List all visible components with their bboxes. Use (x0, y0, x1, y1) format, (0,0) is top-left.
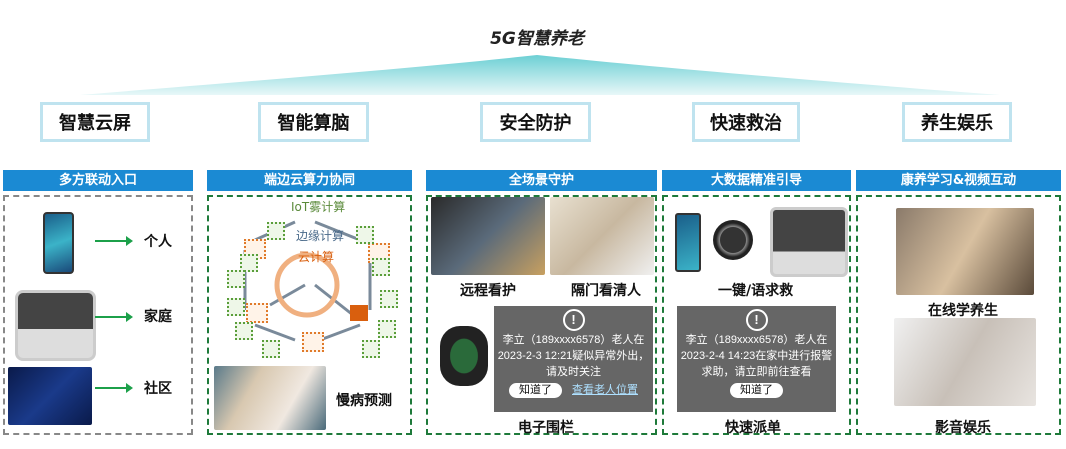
header-bigdata: 大数据精准引导 (662, 170, 851, 191)
acknowledge-button[interactable]: 知道了 (730, 383, 783, 398)
iot-device-icon (227, 270, 245, 288)
iot-device-icon (356, 226, 374, 244)
arrow-icon (95, 383, 133, 393)
caption-remote-care: 远程看护 (460, 283, 516, 299)
remote-care-image (431, 197, 545, 275)
layer-iot: IoT雾计算 (291, 200, 346, 214)
header-entry: 多方联动入口 (3, 170, 193, 191)
header-compute: 端边云算力协同 (207, 170, 412, 191)
alert-text: 请及时关注 (546, 366, 601, 378)
pillar-rescue: 快速救治 (692, 102, 800, 142)
panel-entry (3, 195, 193, 435)
iot-device-icon (240, 254, 258, 272)
item-family: 家庭 (144, 309, 172, 325)
pillar-smart-screen: 智慧云屏 (40, 102, 150, 142)
header-guard: 全场景守护 (426, 170, 657, 191)
caption-av-entertainment: 影音娱乐 (935, 420, 991, 436)
layer-cloud: 云计算 (298, 250, 335, 264)
alert-text: 李立（189xxxx6578）老人在 (502, 334, 645, 346)
pillar-entertainment: 养生娱乐 (902, 102, 1012, 142)
iot-device-icon (362, 340, 380, 358)
arrow-icon (95, 312, 133, 322)
caption-door-view: 隔门看清人 (571, 283, 641, 299)
video-entertainment-image (894, 318, 1036, 406)
sos-alert-dialog: ! 李立（189xxxx6578）老人在 2023-2-4 14:23在家中进行… (677, 306, 836, 412)
iot-device-icon (235, 322, 253, 340)
community-dashboard-image (8, 367, 92, 425)
fan-shape (80, 55, 1000, 95)
chip-icon (302, 332, 324, 352)
warning-icon: ! (562, 309, 585, 331)
pillar-safety: 安全防护 (480, 102, 591, 142)
caption-dispatch: 快速派单 (725, 420, 781, 436)
online-learning-image (896, 208, 1034, 295)
panel-guard (426, 195, 657, 435)
smartwatch-image (713, 220, 753, 260)
elderly-health-image (214, 366, 326, 430)
smart-screen-image (770, 207, 848, 277)
door-camera-image (550, 197, 654, 275)
alert-text: 2023-2-3 12:21疑似异常外出， (497, 350, 650, 362)
caption-chronic-prediction: 慢病预测 (336, 393, 392, 409)
geofence-alert-dialog: ! 李立（189xxxx6578）老人在 2023-2-3 12:21疑似异常外… (494, 306, 653, 412)
iot-device-icon (262, 340, 280, 358)
caption-geofence: 电子围栏 (518, 420, 574, 436)
alert-text: 2023-2-4 14:23在家中进行报警 (680, 350, 833, 362)
diagram-title: 5G智慧养老 (490, 29, 584, 49)
panel-learning (856, 195, 1061, 435)
iot-device-icon (227, 298, 245, 316)
item-personal: 个人 (144, 234, 172, 250)
acknowledge-button[interactable]: 知道了 (509, 383, 562, 398)
alert-text: 李立（189xxxx6578）老人在 (685, 334, 828, 346)
item-community: 社区 (144, 381, 172, 397)
iot-device-icon (378, 320, 396, 338)
caption-online-learning: 在线学养生 (928, 303, 998, 319)
layer-edge: 边缘计算 (296, 229, 345, 243)
iot-device-icon (372, 258, 390, 276)
panel-bigdata (662, 195, 851, 435)
phone-image (43, 212, 74, 274)
arrow-icon (95, 236, 133, 246)
chip-icon (246, 303, 268, 323)
iot-device-icon (267, 222, 285, 240)
pillar-smart-brain: 智能算脑 (258, 102, 369, 142)
warning-icon: ! (745, 309, 768, 331)
panel-compute (207, 195, 412, 435)
smartwatch-image (440, 326, 488, 386)
smart-screen-image (15, 290, 96, 361)
caption-one-touch-sos: 一键/语求救 (718, 283, 794, 299)
view-location-link[interactable]: 查看老人位置 (572, 384, 638, 396)
alert-text: 求助，请立即前往查看 (701, 366, 812, 378)
compute-network-diagram (243, 220, 372, 342)
phone-image (675, 213, 701, 272)
header-learning: 康养学习&视频互动 (856, 170, 1061, 191)
iot-device-icon (380, 290, 398, 308)
